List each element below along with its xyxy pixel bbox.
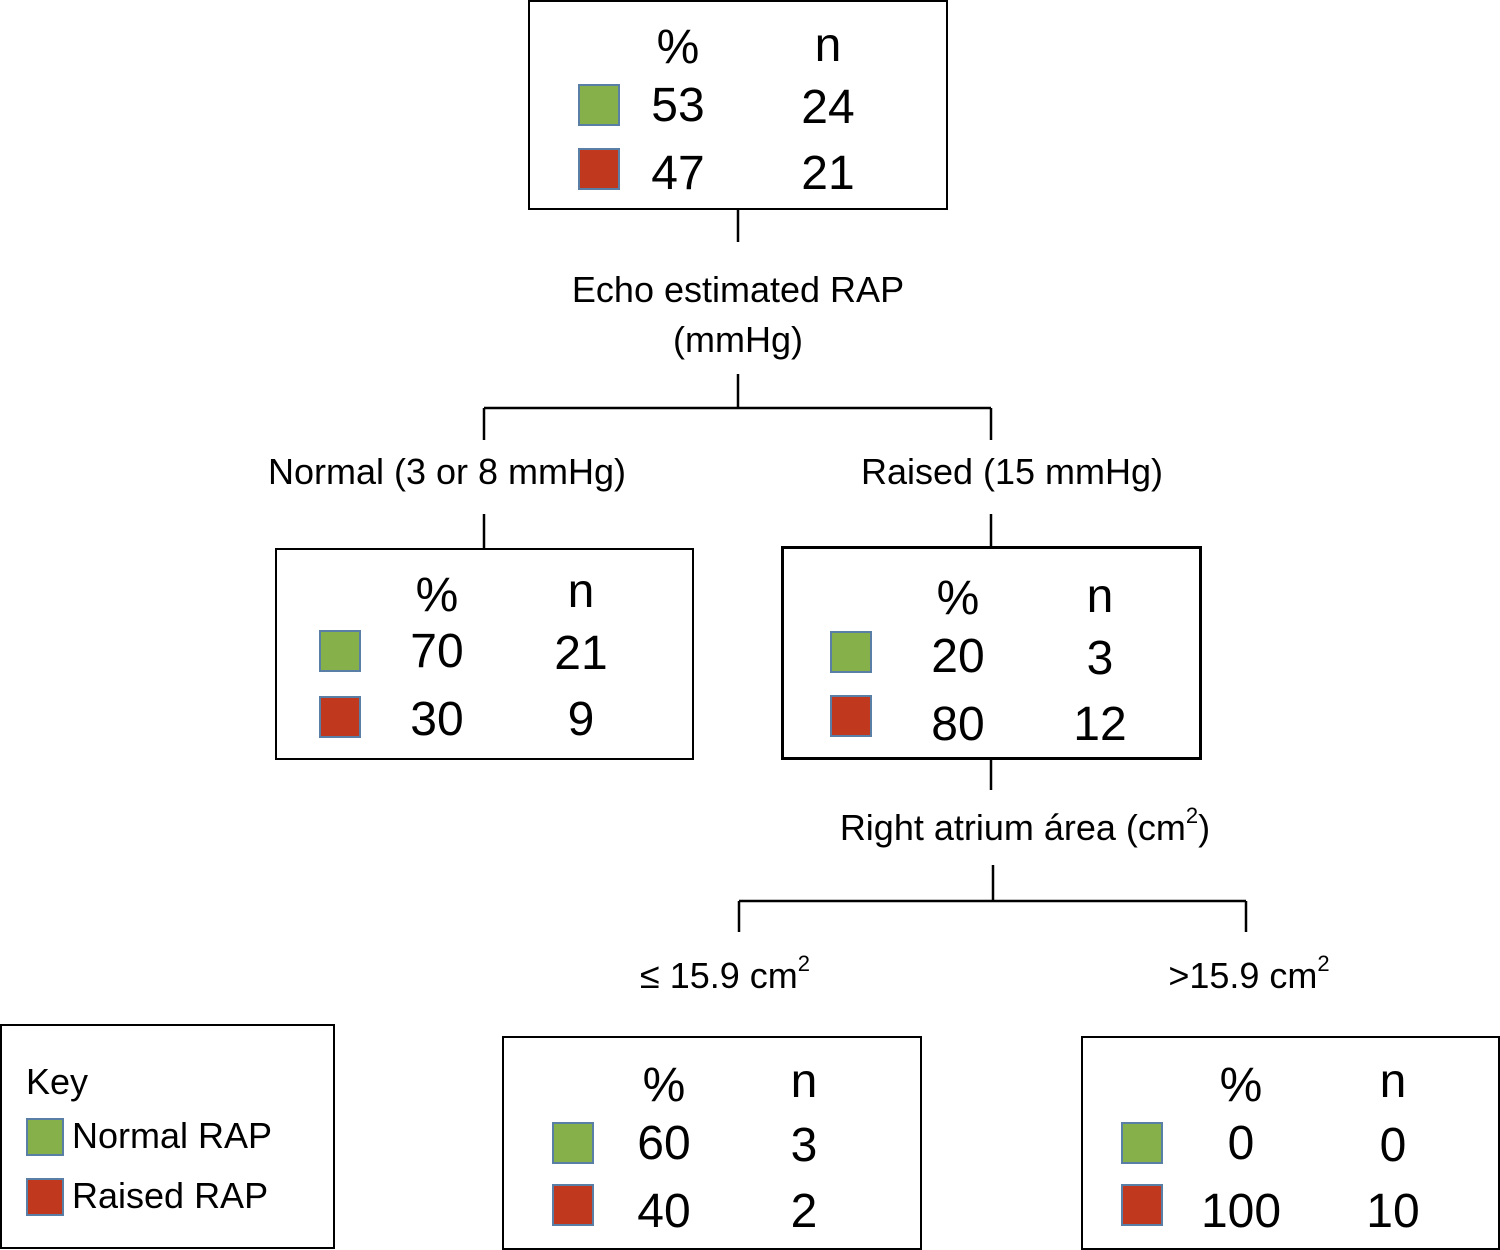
node-rap-raised: % n 20 3 80 12 xyxy=(781,546,1202,760)
legend-normal-label: Normal RAP xyxy=(72,1115,273,1156)
raised-rap-swatch xyxy=(552,1184,594,1226)
raised-percent: 100 xyxy=(1200,1185,1282,1238)
split-label-ra-area-close: ) xyxy=(1198,807,1211,848)
split-label-rap: Echo estimated RAP (mmHg) xyxy=(538,270,938,360)
header-percent: % xyxy=(936,572,980,625)
header-n: n xyxy=(1086,570,1114,623)
raised-rap-swatch xyxy=(830,695,872,737)
split-label-ra-area: Right atrium área (cm2) xyxy=(790,800,1260,848)
branch-label-raised: Raised (15 mmHg) xyxy=(860,451,1164,492)
normal-count: 0 xyxy=(1379,1119,1407,1172)
legend-raised-swatch xyxy=(26,1178,64,1216)
normal-count: 21 xyxy=(554,627,608,680)
split-label-ra-area-text: Right atrium área (cm xyxy=(839,807,1186,848)
legend-raised-label: Raised RAP xyxy=(72,1175,269,1216)
node-root: % n 53 24 47 21 xyxy=(528,0,948,210)
split-label-rap-line2: (mmHg) xyxy=(673,319,803,360)
legend-normal-swatch xyxy=(26,1118,64,1156)
split-label-rap-line1: Echo estimated RAP xyxy=(571,269,905,310)
split-label-ra-area-sup: 2 xyxy=(1185,803,1199,828)
normal-count: 3 xyxy=(790,1119,818,1172)
raised-percent: 40 xyxy=(637,1185,691,1238)
branch-label-large: >15.9 cm2 xyxy=(1124,948,1374,996)
normal-rap-swatch xyxy=(578,84,620,126)
node-ra-large: % n 0 0 100 10 xyxy=(1081,1036,1500,1250)
normal-count: 24 xyxy=(801,81,855,134)
raised-rap-swatch xyxy=(1121,1184,1163,1226)
branch-label-small-text: ≤ 15.9 cm xyxy=(639,955,798,996)
normal-rap-swatch xyxy=(1121,1122,1163,1164)
branch-label-large-sup: 2 xyxy=(1317,951,1330,976)
raised-rap-swatch xyxy=(578,148,620,190)
header-n: n xyxy=(790,1055,818,1108)
node-ra-small: % n 60 3 40 2 xyxy=(502,1036,922,1250)
raised-count: 10 xyxy=(1366,1185,1420,1238)
raised-count: 2 xyxy=(790,1185,818,1238)
raised-percent: 30 xyxy=(410,693,464,746)
raised-count: 12 xyxy=(1073,698,1127,751)
branch-label-normal: Normal (3 or 8 mmHg) xyxy=(267,451,627,492)
normal-percent: 60 xyxy=(637,1117,691,1170)
branch-label-large-text: >15.9 cm xyxy=(1168,955,1318,996)
normal-percent: 70 xyxy=(410,625,464,678)
branch-label-small-sup: 2 xyxy=(797,951,811,976)
header-n: n xyxy=(814,19,842,72)
raised-percent: 80 xyxy=(931,698,985,751)
branch-label-small: ≤ 15.9 cm2 xyxy=(600,948,850,996)
raised-count: 21 xyxy=(801,147,855,200)
header-n: n xyxy=(567,565,595,618)
node-rap-normal: % n 70 21 30 9 xyxy=(275,548,694,760)
header-percent: % xyxy=(1219,1059,1263,1112)
normal-rap-swatch xyxy=(830,631,872,673)
normal-percent: 0 xyxy=(1227,1117,1255,1170)
normal-percent: 20 xyxy=(931,630,985,683)
raised-count: 9 xyxy=(567,693,595,746)
legend-key: Key Normal RAP Raised RAP xyxy=(0,1024,335,1249)
header-percent: % xyxy=(642,1059,686,1112)
normal-rap-swatch xyxy=(319,630,361,672)
normal-count: 3 xyxy=(1086,632,1114,685)
normal-rap-swatch xyxy=(552,1122,594,1164)
header-percent: % xyxy=(656,21,700,74)
header-n: n xyxy=(1379,1055,1407,1108)
legend-title: Key xyxy=(26,1061,89,1102)
raised-rap-swatch xyxy=(319,696,361,738)
header-percent: % xyxy=(415,569,459,622)
raised-percent: 47 xyxy=(651,147,705,200)
normal-percent: 53 xyxy=(651,79,705,132)
